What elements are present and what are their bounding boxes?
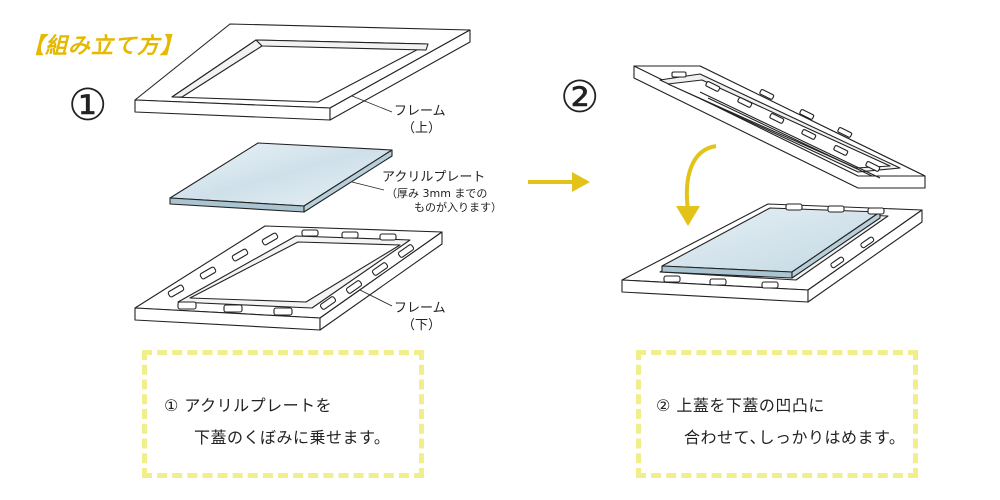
press-down-arrow [684, 144, 717, 211]
frame-top-label: フレーム [394, 104, 446, 119]
frame-bottom-step1 [134, 225, 443, 331]
acrylic-plate-label: アクリルプレート [382, 170, 486, 185]
acrylic-plate-step1 [169, 142, 393, 213]
step-1-number: ① [68, 80, 108, 131]
transition-arrowhead [572, 172, 590, 192]
press-down-arrowhead [676, 206, 700, 226]
frame-bottom-label: フレーム [394, 301, 446, 316]
step-1-caption-line-2: 下蓋のくぼみに乗せます。 [194, 428, 391, 447]
step-2-caption-line-1: ② 上蓋を下蓋の凹凸に [656, 396, 825, 415]
acrylic-plate-note-2: ものが入ります） [414, 201, 502, 214]
frame-top-step1 [134, 23, 471, 121]
step-1-caption-line-1: ① アクリルプレートを [164, 396, 333, 415]
frame-top-sublabel: （上） [402, 121, 442, 136]
step-2-caption-line-2: 合わせて､しっかりはめます。 [684, 428, 906, 447]
base-step2 [621, 203, 923, 303]
acrylic-plate-note-1: （厚み 3mm までの [386, 187, 488, 200]
page-title: 【組み立て方】 [22, 34, 184, 59]
lid-step2 [633, 65, 926, 189]
frame-bottom-sublabel: （下） [402, 318, 442, 333]
step-2-number: ② [560, 72, 600, 123]
step-2-caption-box [636, 350, 918, 478]
step-1-caption-box [142, 350, 424, 478]
